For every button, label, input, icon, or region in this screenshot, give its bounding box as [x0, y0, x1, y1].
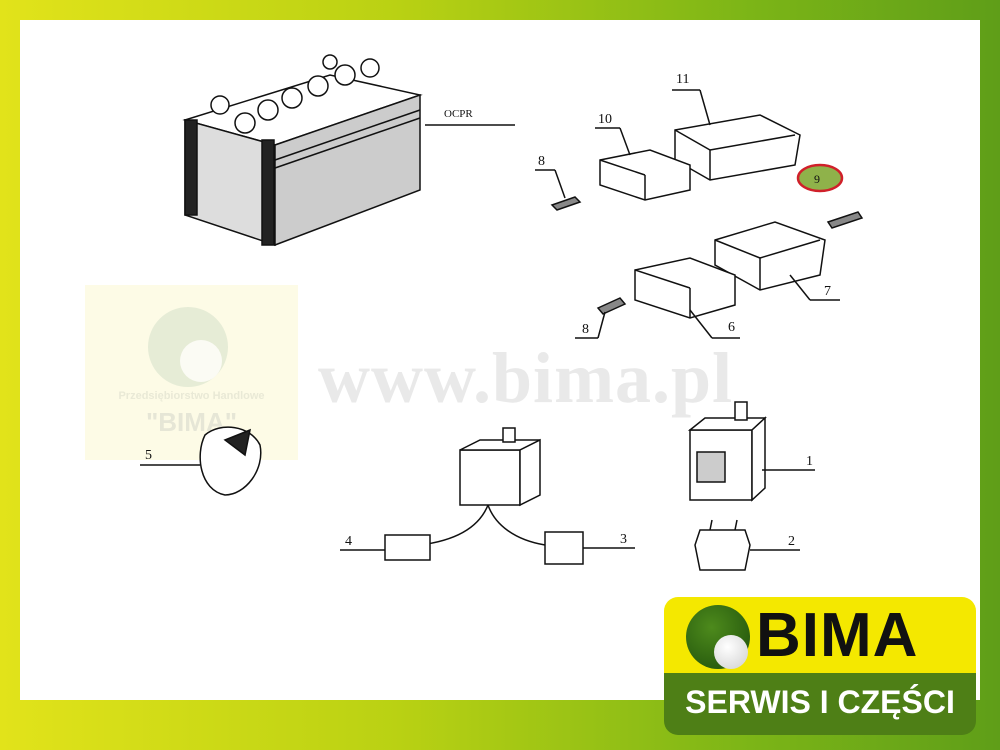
logo-bottom-band [664, 673, 976, 735]
terminal-8a-drawing [535, 169, 582, 211]
watermark-company-line: Przedsiębiorstwo Handlowe [118, 390, 265, 402]
socket-2-drawing [694, 519, 800, 571]
callout-battery: OCPR [444, 108, 473, 120]
terminal-9-drawing [796, 163, 864, 229]
callout-1: 1 [806, 454, 813, 469]
bima-logo: BIMA SERWIS I CZĘŚCI [664, 597, 976, 737]
callout-11: 11 [676, 72, 690, 87]
watermark-logo: Przedsiębiorstwo Handlowe "BIMA" [85, 285, 298, 460]
terminal-8b-drawing [575, 297, 627, 339]
battery-drawing [182, 54, 515, 247]
watermark-url: www.bima.pl [318, 338, 734, 418]
flasher-relay-drawing [340, 427, 635, 565]
callout-5: 5 [145, 448, 152, 463]
connector-7-drawing [714, 221, 840, 301]
logo-tagline: SERWIS I CZĘŚCI [685, 684, 955, 720]
logo-name: BIMA [756, 601, 919, 670]
horn-5-drawing [140, 426, 262, 496]
callout-6: 6 [728, 320, 735, 335]
connector-11-drawing [672, 89, 801, 181]
watermark-dot [180, 340, 222, 382]
callout-3: 3 [620, 532, 627, 547]
callout-8b: 8 [582, 322, 589, 337]
connector-6-drawing [634, 257, 740, 339]
callout-4: 4 [345, 534, 352, 549]
callout-8a: 8 [538, 154, 545, 169]
relay-1-drawing [687, 401, 815, 502]
connector-10-drawing [595, 127, 691, 201]
logo-ball-highlight-icon [714, 635, 748, 669]
callout-7: 7 [824, 284, 831, 299]
callout-9[interactable]: 9 [814, 172, 820, 186]
callout-10: 10 [598, 112, 612, 127]
callout-2: 2 [788, 534, 795, 549]
